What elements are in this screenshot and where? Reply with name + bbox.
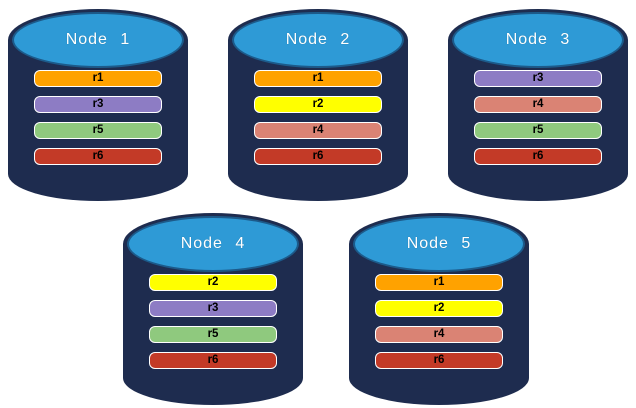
replica-bar: r1 [375, 274, 503, 291]
database-cylinder-top: Node 5 [353, 216, 525, 272]
replica-label: r3 [532, 71, 544, 84]
replica-label: r6 [312, 149, 324, 162]
replica-label: r1 [433, 275, 445, 288]
replica-bar: r6 [254, 148, 382, 165]
replica-label: r2 [207, 275, 219, 288]
replica-list: r1 r3 r5 r6 [34, 70, 162, 165]
replica-label: r1 [312, 71, 324, 84]
replica-label: r3 [92, 97, 104, 110]
replica-bar: r5 [149, 326, 277, 343]
replica-bar: r6 [149, 352, 277, 369]
replica-bar: r6 [474, 148, 602, 165]
node-row-top: Node 1 r1 r3 r5 r6 Node 2 [0, 9, 636, 201]
replica-label: r1 [92, 71, 104, 84]
replica-bar: r2 [149, 274, 277, 291]
database-cylinder-top: Node 1 [12, 12, 184, 68]
node-row-bottom: Node 4 r2 r3 r5 r6 Node 5 [8, 213, 636, 405]
replica-label: r6 [207, 353, 219, 366]
replica-label: r4 [312, 123, 324, 136]
replica-bar: r6 [375, 352, 503, 369]
replica-label: r4 [532, 97, 544, 110]
node-label: Node 2 [285, 31, 351, 48]
replica-bar: r3 [34, 96, 162, 113]
database-cylinder-top: Node 3 [452, 12, 624, 68]
replica-bar: r5 [34, 122, 162, 139]
node-label: Node 4 [180, 235, 246, 252]
node-1: Node 1 r1 r3 r5 r6 [8, 9, 188, 201]
replica-label: r2 [433, 301, 445, 314]
node-5: Node 5 r1 r2 r4 r6 [349, 213, 529, 405]
replica-bar: r3 [474, 70, 602, 87]
replica-label: r4 [433, 327, 445, 340]
replica-label: r6 [532, 149, 544, 162]
replica-label: r2 [312, 97, 324, 110]
replica-list: r2 r3 r5 r6 [149, 274, 277, 369]
node-label: Node 5 [406, 235, 472, 252]
replica-bar: r2 [375, 300, 503, 317]
node-4: Node 4 r2 r3 r5 r6 [123, 213, 303, 405]
replica-bar: r5 [474, 122, 602, 139]
replica-bar: r2 [254, 96, 382, 113]
replica-bar: r4 [375, 326, 503, 343]
replica-list: r3 r4 r5 r6 [474, 70, 602, 165]
replica-label: r6 [92, 149, 104, 162]
node-label: Node 1 [65, 31, 131, 48]
replica-list: r1 r2 r4 r6 [254, 70, 382, 165]
node-3: Node 3 r3 r4 r5 r6 [448, 9, 628, 201]
replica-bar: r6 [34, 148, 162, 165]
replica-label: r5 [207, 327, 219, 340]
replica-bar: r1 [254, 70, 382, 87]
replica-bar: r3 [149, 300, 277, 317]
replica-bar: r4 [254, 122, 382, 139]
replica-label: r3 [207, 301, 219, 314]
replica-label: r5 [92, 123, 104, 136]
node-2: Node 2 r1 r2 r4 r6 [228, 9, 408, 201]
replica-bar: r4 [474, 96, 602, 113]
database-cylinder-top: Node 2 [232, 12, 404, 68]
replica-list: r1 r2 r4 r6 [375, 274, 503, 369]
node-label: Node 3 [505, 31, 571, 48]
replica-label: r6 [433, 353, 445, 366]
replica-label: r5 [532, 123, 544, 136]
database-cylinder-top: Node 4 [127, 216, 299, 272]
replica-bar: r1 [34, 70, 162, 87]
